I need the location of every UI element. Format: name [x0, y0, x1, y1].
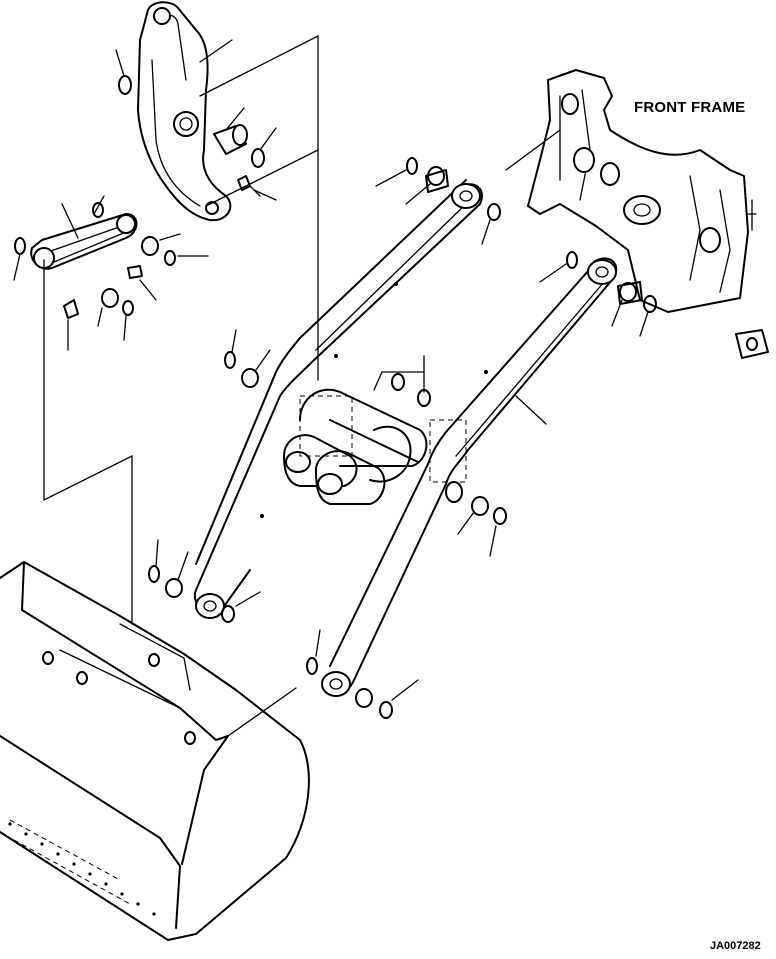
bucket — [0, 561, 310, 941]
leader-lines-arms — [155, 129, 649, 701]
leader-lines-top-left — [13, 39, 277, 351]
drawing-code-label: JA007282 — [710, 940, 761, 952]
o-ring — [118, 75, 132, 95]
assembly-outline-lines — [43, 35, 319, 737]
bucket-bolt-row — [8, 822, 156, 916]
lift-arm-upper — [193, 179, 483, 619]
bucket-link — [30, 213, 138, 270]
lift-arm-lower — [321, 257, 618, 697]
front-frame-label: FRONT FRAME — [634, 99, 746, 116]
arm-pin-hardware — [148, 157, 657, 719]
cross-tube — [283, 388, 467, 505]
bell-crank-pin-set — [213, 124, 265, 197]
bell-crank — [137, 1, 232, 222]
front-frame — [527, 69, 769, 359]
bucket-link-bushings — [14, 202, 176, 319]
